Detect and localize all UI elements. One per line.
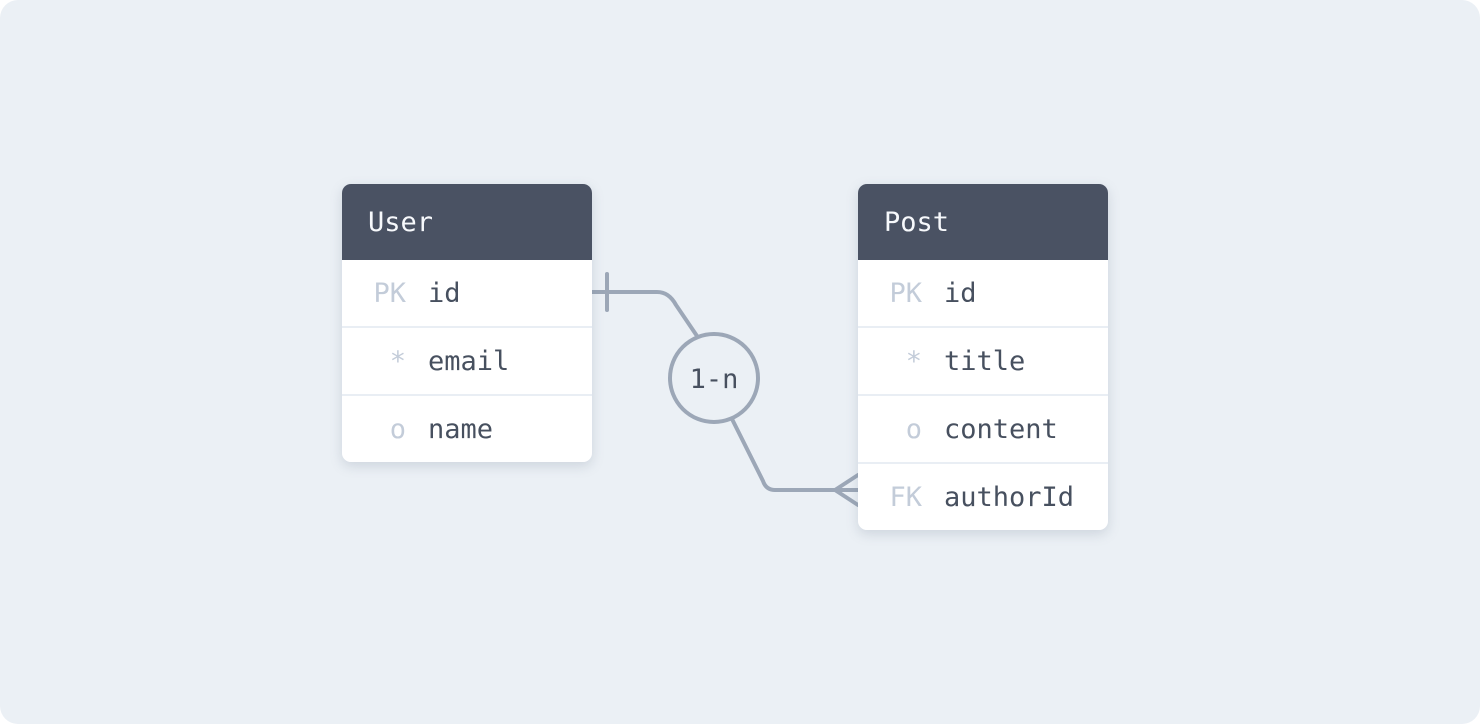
entity-post-row-title[interactable]: * title: [858, 326, 1108, 394]
required-badge: *: [905, 345, 922, 377]
primary-key-badge: PK: [889, 277, 922, 309]
optional-badge: o: [389, 413, 406, 445]
relationship-label-bubble[interactable]: [668, 332, 760, 424]
optional-badge: o: [905, 413, 922, 445]
required-badge: *: [389, 345, 406, 377]
entity-user[interactable]: User PK id * email o name: [342, 184, 592, 462]
entity-post[interactable]: Post PK id * title o content FK authorId: [858, 184, 1108, 530]
relationship-label: 1-n: [690, 364, 739, 395]
entity-post-row-content[interactable]: o content: [858, 394, 1108, 462]
primary-key-badge: PK: [373, 277, 406, 309]
field-name: email: [428, 345, 510, 377]
foreign-key-badge: FK: [889, 481, 922, 513]
entity-user-row-email[interactable]: * email: [342, 326, 592, 394]
cardinality-many-crowfoot: [833, 473, 860, 507]
field-name: authorId: [944, 481, 1075, 513]
entity-post-row-authorid[interactable]: FK authorId: [858, 462, 1108, 530]
entity-user-header[interactable]: User: [342, 184, 592, 260]
entity-post-row-id[interactable]: PK id: [858, 260, 1108, 326]
field-name: title: [944, 345, 1026, 377]
field-name: name: [428, 413, 494, 445]
entity-user-title: User: [368, 206, 434, 238]
entity-post-header[interactable]: Post: [858, 184, 1108, 260]
field-name: id: [944, 277, 977, 309]
field-name: content: [944, 413, 1058, 445]
connector-line-to-post: [729, 415, 837, 492]
entity-user-row-name[interactable]: o name: [342, 394, 592, 462]
entity-user-row-id[interactable]: PK id: [342, 260, 592, 326]
field-name: id: [428, 277, 461, 309]
entity-post-title: Post: [884, 206, 950, 238]
connector-line-from-user: [590, 290, 699, 338]
